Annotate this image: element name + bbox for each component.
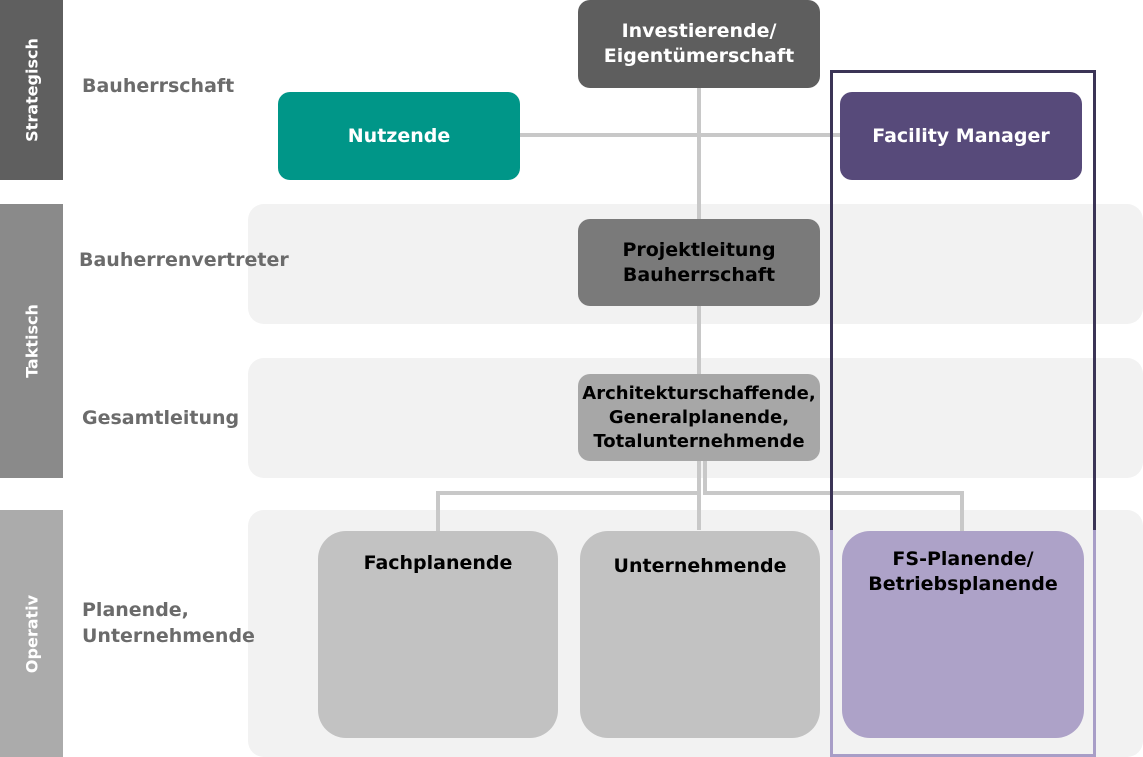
level-taktisch: Taktisch xyxy=(0,204,63,478)
level-strategisch: Strategisch xyxy=(0,0,63,180)
box-nutzende: Nutzende xyxy=(278,92,520,180)
box-fachplanende: Fachplanende xyxy=(318,531,558,738)
box-unternehmende: Unternehmende xyxy=(580,531,820,738)
connector-vertical-gesamt-split xyxy=(703,460,707,494)
box-projektleitung: Projektleitung Bauherrschaft xyxy=(578,219,820,306)
role-planende-line1: Planende, xyxy=(82,599,189,621)
facility-manager-frame-lower xyxy=(830,530,1096,757)
connector-drop-fachplanende xyxy=(436,491,440,531)
box-facility-manager: Facility Manager xyxy=(840,92,1082,180)
level-operativ: Operativ xyxy=(0,510,63,757)
box-fs-planende: FS-Planende/ Betriebsplanende xyxy=(842,531,1084,738)
connector-drop-fs-planende xyxy=(960,491,964,531)
role-bauherrschaft: Bauherrschaft xyxy=(82,75,235,97)
level-operativ-label: Operativ xyxy=(22,594,41,673)
connector-horizontal-operativ-left xyxy=(436,491,701,495)
role-planende: Planende, Unternehmende xyxy=(82,597,255,649)
connector-horizontal-operativ-right xyxy=(703,491,964,495)
level-strategisch-label: Strategisch xyxy=(22,38,41,142)
role-gesamtleitung: Gesamtleitung xyxy=(82,407,240,429)
box-investierende: Investierende/ Eigentümerschaft xyxy=(578,0,820,88)
connector-vertical-main xyxy=(697,88,701,530)
box-architektur: Architekturschaffende, Generalplanende, … xyxy=(578,374,820,461)
role-planende-line2: Unternehmende xyxy=(82,625,255,647)
role-bauherrenvertreter: Bauherrenvertreter xyxy=(79,249,289,271)
facility-manager-frame xyxy=(830,70,1096,530)
level-taktisch-label: Taktisch xyxy=(22,304,41,378)
connector-horizontal-nutzende-fm xyxy=(519,133,841,137)
